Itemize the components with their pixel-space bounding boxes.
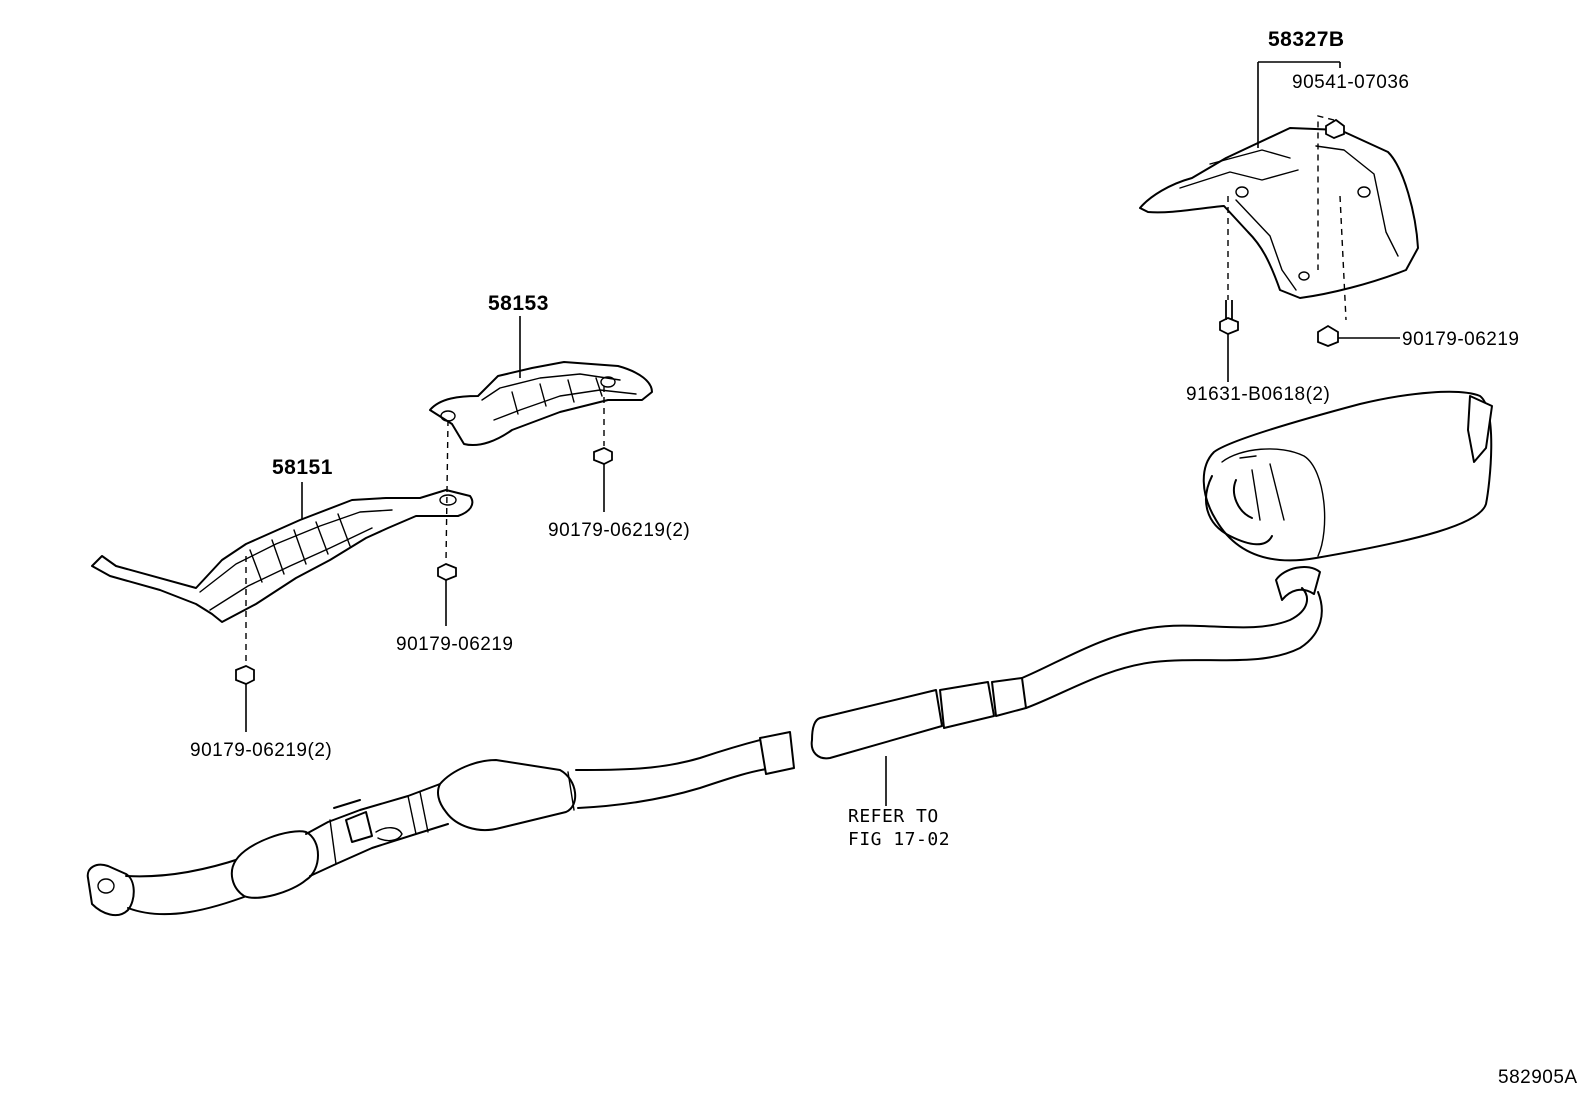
rear-shield-rib-2 [1209,149,1291,165]
dash-90179-right [1339,195,1347,321]
center-shield-rib-2 [493,389,637,421]
rear-hanger [1275,565,1321,601]
rear-shield-rib-4 [1235,199,1297,291]
nut-90179-06219-left [437,563,457,581]
flex-pipe-lower [309,823,449,877]
front-shield-rib-3 [249,513,351,583]
sensor-hanger [375,827,403,842]
heat-shield-58327B [1139,127,1419,299]
front-heat-shield [91,489,474,623]
heat-shield-58151 [91,489,474,623]
center-shield-hole-2 [600,376,616,388]
label-90541-07036: 90541-07036 [1292,72,1410,93]
label-58151: 58151 [272,456,333,479]
resonator [810,689,943,760]
nut-90179-06219-mid [593,447,613,465]
center-pipe-upper [575,737,769,771]
label-90179-06219-left: 90179-06219 [396,634,514,655]
front-shield-rib-2 [209,527,373,611]
center-pipe-lower [577,767,775,809]
muffler-bracket [1239,455,1285,521]
nut-90179-06219-bottom [235,665,255,685]
rear-shield-hole-1 [1235,186,1249,198]
center-shield-rib-3 [511,377,603,415]
muffler-body [1202,390,1493,562]
assembly-lines [245,115,1347,664]
rear-shield-hole-2 [1357,186,1371,198]
muffler-end-cap [1221,448,1326,557]
o2-sensor [333,799,373,843]
front-shield-hole-1 [439,494,457,506]
heat-shield-58153 [429,361,653,446]
flex-pipe-upper [305,783,441,835]
pipe-coupling-1 [759,731,795,775]
label-91631-B0618: 91631-B0618(2) [1186,384,1330,405]
flex-ring-2 [407,795,417,835]
cat-outlet-ring [567,771,575,811]
bolt-91631-B0618 [1219,300,1239,335]
muffler-inlet-pipe [1205,475,1273,546]
front-pipe-upper [125,857,243,878]
flex-ring-1 [329,819,337,865]
center-heat-shield [429,361,653,446]
flange-hole [97,878,115,894]
label-refer-line2: FIG 17-02 [848,829,950,850]
figure-id: 582905A [1498,1067,1578,1088]
leader-58327B [1257,61,1341,148]
main-catalytic-converter [437,759,576,831]
label-refer-line1: REFER TO [848,806,939,827]
fasteners [235,118,1345,685]
nut-90541-07036 [1325,118,1345,139]
part-labels: 58327B 90541-07036 90179-06219 91631-B06… [190,28,1578,1088]
muffler [1202,390,1493,562]
front-shield-rib-1 [199,509,393,593]
dash-90179-left [445,419,449,563]
pipe-coupling-3 [991,677,1027,717]
rear-pipe-upper [1021,587,1308,679]
nut-90179-06219-right [1317,324,1339,347]
rear-shield-rib-1 [1179,169,1299,189]
center-shield-rib-1 [481,373,621,401]
muffler-tailpipe-hanger [1467,395,1493,463]
front-catalytic-converter [230,830,319,899]
label-90179-06219-2-bottom: 90179-06219(2) [190,740,332,761]
rear-pipe-lower [1025,591,1323,709]
rear-shield-hole-3 [1298,271,1310,281]
rear-shield-rib-3 [1315,145,1399,257]
label-90179-06219-right: 90179-06219 [1402,329,1520,350]
front-flange [86,863,135,917]
label-90179-06219-2-mid: 90179-06219(2) [548,520,690,541]
label-58327B: 58327B [1268,28,1345,51]
label-58153: 58153 [488,292,549,315]
exhaust-pipe-assembly [86,565,1323,917]
flex-ring-3 [419,791,429,833]
rear-heat-shield [1139,127,1419,299]
dash-90541 [1317,115,1335,270]
leader-lines [245,61,1400,806]
pipe-coupling-2 [939,681,995,729]
front-pipe-lower [127,893,253,916]
